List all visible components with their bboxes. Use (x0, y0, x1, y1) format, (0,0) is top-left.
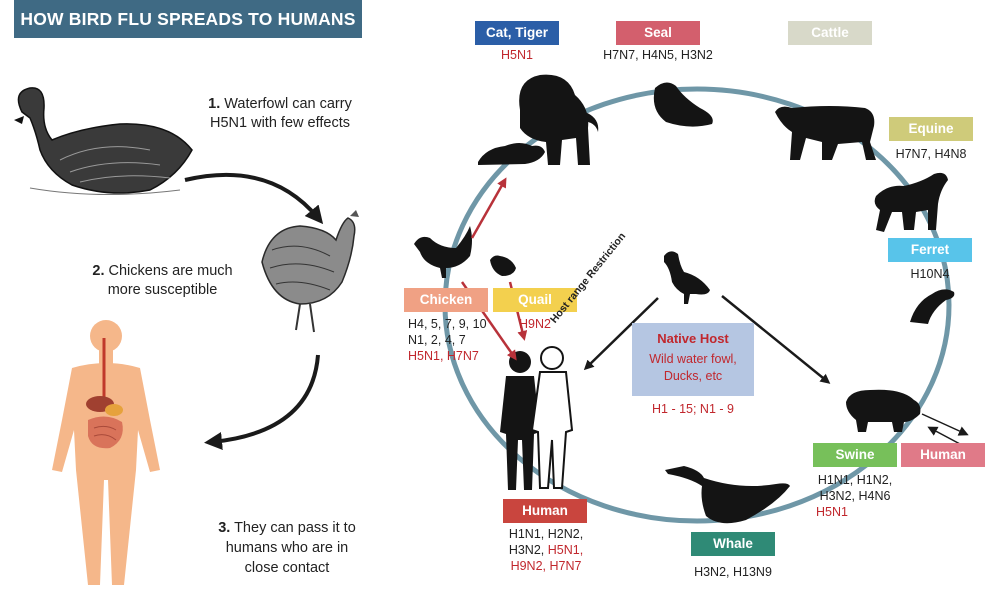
step-2-number: 2. (92, 263, 105, 279)
cow-icon (775, 106, 876, 160)
step-3-number: 3. (218, 520, 231, 536)
host-swine-strains-line1: H1N1, H1N2, (817, 473, 893, 487)
host-whale-strains: H3N2, H13N9 (694, 565, 772, 579)
host-cat-tiger-strains: H5N1 (501, 48, 533, 62)
ferret-icon (910, 289, 955, 324)
pig-icon (846, 389, 921, 432)
host-human-bottom-line1: H1N1, H2N2, (508, 527, 584, 541)
step-1-line2: H5N1 with few effects (210, 115, 350, 131)
step-3-line2: humans who are in (225, 540, 349, 556)
host-quail-strains: H9N2 (519, 317, 551, 331)
step-1-number: 1. (208, 96, 221, 112)
arrow-swine-to-human (921, 413, 969, 436)
host-swine-strains: H1N1, H1N2, H3N2, H4N6 H5N1 (808, 472, 902, 520)
native-host-box: Native Host Wild water fowl, Ducks, etc (632, 323, 754, 396)
host-equine-strains: H7N7, H4N8 (895, 147, 967, 161)
host-chicken-line2: N1, 2, 4, 7 (408, 333, 466, 347)
host-human-bottom-line2-black: H3N2, (508, 543, 545, 557)
human-anatomy-icon (52, 320, 160, 585)
duck-icon (664, 251, 710, 304)
arrow-waterfowl-to-chicken (184, 172, 324, 225)
host-human-bottom-strains: H1N1, H2N2, H3N2, H5N1, H9N2, H7N7 (494, 526, 598, 574)
step-1: 1. Waterfowl can carry H5N1 with few eff… (200, 95, 360, 133)
horse-icon (874, 172, 948, 232)
host-equine-label: Equine (889, 117, 973, 141)
host-cattle-label: Cattle (788, 21, 872, 45)
host-chicken-line1: H4, 5, 7, 9, 10 (408, 317, 487, 331)
lion-icon (519, 74, 599, 165)
step-1-line1: Waterfowl can carry (224, 96, 352, 112)
step-2: 2. Chickens are much more susceptible (80, 262, 245, 300)
step-3: 3. They can pass it to humans who are in… (212, 518, 362, 578)
seal-icon (653, 82, 713, 127)
arrow-native-to-human (583, 297, 659, 371)
page-title: HOW BIRD FLU SPREADS TO HUMANS (14, 0, 362, 38)
host-human-bottom-line2-red: H5N1, (547, 543, 584, 557)
host-swine-label: Swine (813, 443, 897, 467)
step-3-line1: They can pass it to (234, 520, 356, 536)
hen-icon (261, 210, 359, 333)
host-chicken-strains: H4, 5, 7, 9, 10 N1, 2, 4, 7 H5N1, H7N7 (408, 316, 498, 364)
host-quail-label: Quail (493, 288, 577, 312)
host-human-bottom-line3: H9N2, H7N7 (510, 559, 582, 573)
swan-icon (14, 87, 193, 196)
step-2-line1: Chickens are much (108, 263, 233, 279)
arrow-human-to-swine (927, 426, 961, 445)
quail-icon (490, 255, 516, 276)
host-ferret-label: Ferret (888, 238, 972, 262)
step-2-line2: more susceptible (107, 282, 218, 298)
host-whale-label: Whale (691, 532, 775, 556)
host-chicken-line3: H5N1, H7N7 (408, 349, 479, 363)
whale-icon (665, 466, 790, 524)
rooster-icon (414, 226, 472, 278)
arrow-chicken-to-human (204, 354, 320, 450)
host-swine-strains-line2: H3N2, H4N6 (819, 489, 891, 503)
host-chicken-label: Chicken (404, 288, 488, 312)
arrow-chicken-to-cat (470, 177, 507, 239)
step-3-line3: close contact (244, 560, 330, 576)
cat-icon (478, 143, 545, 165)
native-host-line2: Ducks, etc (663, 369, 723, 383)
native-host-code: H1 - 15; N1 - 9 (652, 402, 734, 416)
arrow-native-to-swine (721, 295, 831, 384)
host-seal-strains: H7N7, H4N5, H3N2 (603, 48, 713, 62)
host-cat-tiger-label: Cat, Tiger (475, 21, 559, 45)
host-swine-strains-red: H5N1 (816, 505, 848, 519)
host-ferret-strains: H10N4 (910, 267, 950, 281)
host-human-bottom-label: Human (503, 499, 587, 523)
host-seal-label: Seal (616, 21, 700, 45)
native-host-line1: Wild water fowl, (649, 352, 737, 366)
host-human-right-label: Human (901, 443, 985, 467)
native-host-title: Native Host (657, 331, 729, 346)
